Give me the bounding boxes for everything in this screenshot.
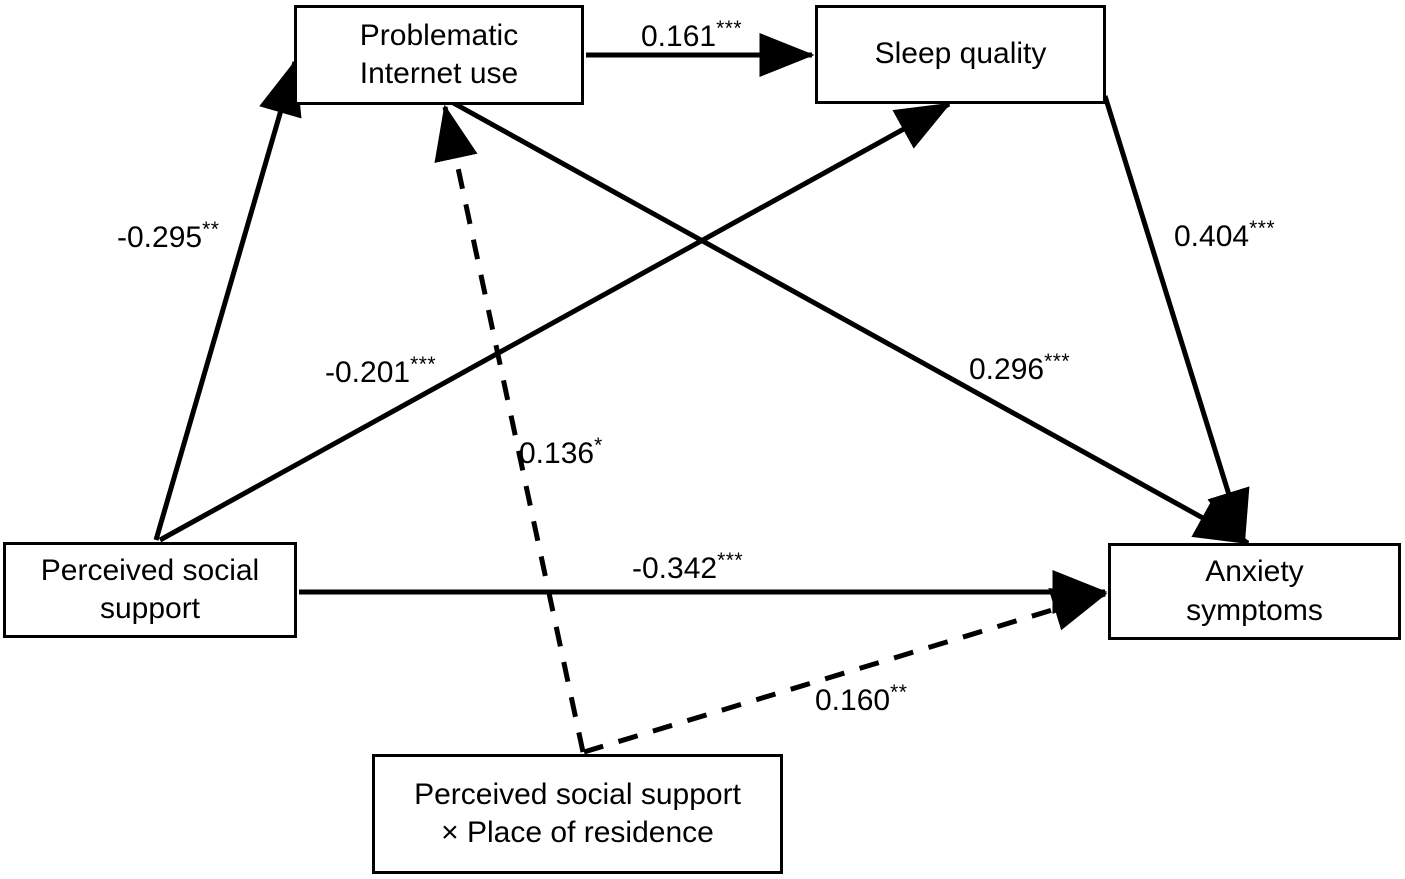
edge-significance-pss-to-sleep: *** (410, 353, 437, 376)
edge-coefficient-interaction-to-piu: 0.136 (519, 437, 595, 470)
edge-label-interaction-to-piu: 0.136* (519, 434, 603, 471)
edge-label-piu-to-anxiety: 0.296*** (969, 350, 1070, 387)
edge-significance-pss-to-piu: ** (202, 218, 220, 241)
edge-significance-interaction-to-anxiety: ** (890, 681, 908, 704)
edge-significance-interaction-to-piu: * (594, 434, 603, 457)
node-interaction-term[interactable]: Perceived social support × Place of resi… (372, 754, 783, 874)
node-sleep-quality[interactable]: Sleep quality (815, 5, 1106, 104)
edge-label-pss-to-sleep: -0.201*** (325, 353, 436, 390)
edge-significance-piu-to-sleep: *** (716, 17, 743, 40)
edge-line-pss-to-sleep (158, 101, 952, 543)
node-label-interaction-term: Perceived social support × Place of resi… (414, 777, 741, 849)
edge-line-sleep-to-anxiety (1102, 95, 1250, 546)
node-label-problematic-internet-use: Problematic Internet use (359, 18, 519, 90)
edge-label-pss-to-piu: -0.295** (117, 218, 219, 255)
edge-line-interaction-to-anxiety (583, 588, 1108, 755)
node-perceived-social-support[interactable]: Perceived social support (3, 542, 297, 638)
node-label-anxiety-symptoms: Anxiety symptoms (1186, 555, 1323, 627)
edge-label-piu-to-sleep: 0.161*** (641, 17, 742, 54)
edge-coefficient-pss-to-piu: -0.295 (117, 221, 203, 254)
node-problematic-internet-use[interactable]: Problematic Internet use (294, 5, 584, 105)
edge-coefficient-interaction-to-anxiety: 0.160 (815, 684, 891, 717)
edge-line-pss-to-piu (153, 59, 302, 541)
edge-significance-pss-to-anxiety: *** (717, 549, 744, 572)
edge-significance-piu-to-anxiety: *** (1044, 350, 1071, 373)
edge-coefficient-pss-to-sleep: -0.201 (325, 356, 411, 389)
edge-coefficient-sleep-to-anxiety: 0.404 (1174, 220, 1250, 253)
edge-coefficient-pss-to-anxiety: -0.342 (632, 552, 718, 585)
edge-label-pss-to-anxiety: -0.342*** (632, 549, 743, 586)
edge-coefficient-piu-to-anxiety: 0.296 (969, 353, 1045, 386)
edge-line-interaction-to-piu (434, 104, 586, 753)
node-label-sleep-quality: Sleep quality (874, 37, 1047, 71)
edge-label-sleep-to-anxiety: 0.404*** (1174, 217, 1275, 254)
node-label-perceived-social-support: Perceived social support (40, 553, 260, 625)
edge-coefficient-piu-to-sleep: 0.161 (641, 20, 717, 53)
edge-line-piu-to-anxiety (446, 97, 1251, 546)
edge-label-interaction-to-anxiety: 0.160** (815, 681, 907, 718)
node-anxiety-symptoms[interactable]: Anxiety symptoms (1108, 543, 1401, 640)
edge-significance-sleep-to-anxiety: *** (1249, 217, 1276, 240)
